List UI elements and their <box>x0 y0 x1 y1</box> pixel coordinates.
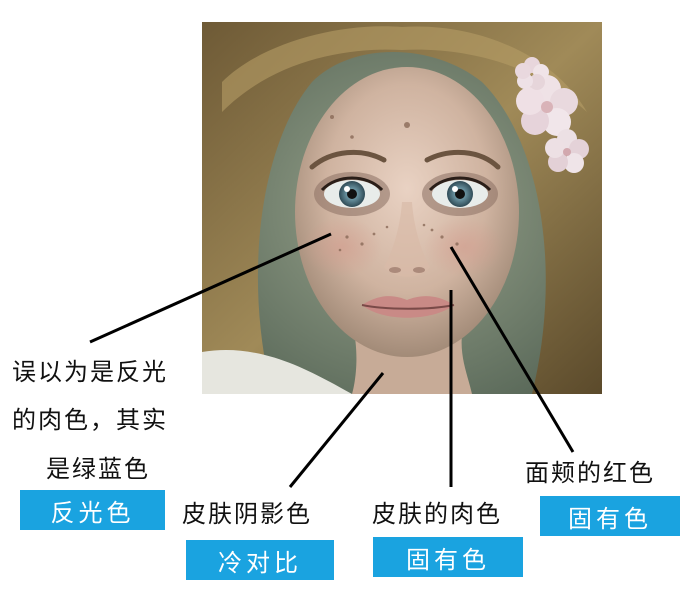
annotation-skin-shadow: 皮肤阴影色 <box>182 500 312 528</box>
portrait-image <box>202 22 602 394</box>
badge-cool-contrast: 冷对比 <box>186 540 334 580</box>
badge-reflected-color: 反光色 <box>20 490 165 530</box>
badge-local-color-flesh: 固有色 <box>373 537 523 577</box>
annotation-reflected-line-1: 误以为是反光 <box>12 358 168 386</box>
annotation-reflected-line-3: 是绿蓝色 <box>46 455 150 483</box>
annotation-cheek-red: 面颊的红色 <box>525 459 655 487</box>
flower-decoration <box>515 57 589 173</box>
badge-local-color-cheek: 固有色 <box>540 496 680 536</box>
leader-line-cheek-red <box>449 246 575 453</box>
annotation-skin-flesh: 皮肤的肉色 <box>372 500 502 528</box>
leader-line-skin-shadow <box>288 372 385 488</box>
annotation-reflected-line-2: 的肉色，其实 <box>12 406 168 434</box>
leader-line-reflected <box>89 232 332 344</box>
